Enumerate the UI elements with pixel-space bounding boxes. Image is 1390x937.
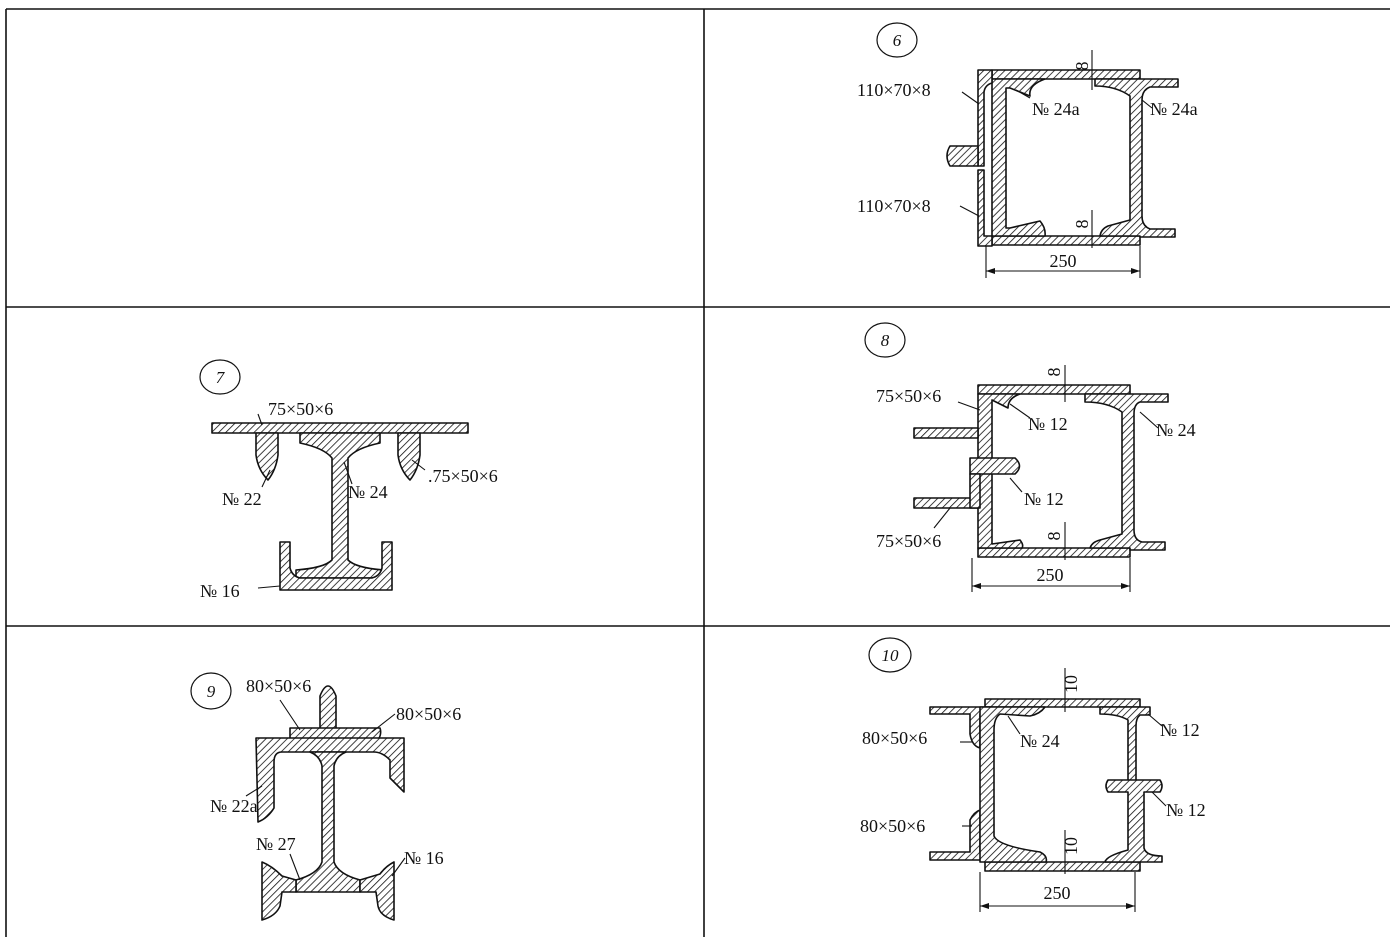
label-ibeam: № 24 — [348, 482, 388, 502]
table-grid — [5, 8, 1390, 937]
angle-bottom-vert — [969, 473, 981, 509]
ibeam-24 — [979, 706, 1048, 863]
label-channel-top: № 22a — [210, 796, 258, 816]
section-number-10: 10 — [868, 637, 912, 673]
label-ibeam: № 24 — [1156, 420, 1196, 440]
label-ibeam: № 24 — [1020, 731, 1060, 751]
channel-22-right-flange — [397, 432, 421, 481]
label-plate-top: 8 — [1044, 368, 1064, 377]
cell-8: 8 75×50×6 75×50×6 № 12 № 12 № 24 8 8 2 — [864, 322, 1196, 592]
angle-top-leg — [913, 427, 979, 439]
channel-16-right — [359, 861, 395, 921]
ibeam-24 — [1084, 393, 1169, 551]
right-channel — [1094, 78, 1179, 238]
channel-12-mid — [969, 457, 1021, 475]
angle-vertical — [319, 685, 337, 735]
channel-12-bottom — [1104, 779, 1163, 863]
section-number-6: 6 — [876, 22, 918, 58]
label-width: 250 — [1044, 883, 1071, 903]
label-width: 250 — [1037, 565, 1064, 585]
label-ibeam: № 27 — [256, 834, 296, 854]
cell-10: 10 80×50×6 80×50×6 № 24 № 12 № 12 10 10 … — [860, 637, 1206, 912]
svg-text:8: 8 — [881, 331, 890, 350]
section-number-7: 7 — [199, 359, 241, 395]
top-plate — [977, 384, 1131, 395]
label-plate-bottom: 10 — [1061, 837, 1081, 855]
label-angle-left: 80×50×6 — [246, 676, 311, 696]
label-channel-top: № 22 — [222, 489, 262, 509]
label-channel-mid: № 12 — [1166, 800, 1206, 820]
channel-22-left-flange — [255, 432, 279, 481]
label-channel-right: № 24a — [1150, 99, 1198, 119]
bottom-plate — [984, 861, 1141, 872]
label-channel-bottom: № 16 — [200, 581, 240, 601]
left-angle-leg — [946, 145, 979, 167]
top-plate — [984, 698, 1141, 708]
svg-text:7: 7 — [216, 368, 226, 387]
angle-bottom-leg — [913, 497, 979, 509]
label-angle-right: .75×50×6 — [428, 466, 498, 486]
top-plate — [211, 422, 469, 434]
label-angle-bottom: 110×70×8 — [857, 196, 931, 216]
channel-16 — [261, 861, 297, 921]
label-angle-top: 110×70×8 — [857, 80, 931, 100]
label-plate-bottom: 8 — [1044, 532, 1064, 541]
ibeam-27 — [295, 751, 361, 893]
channel-12-top — [1099, 706, 1151, 783]
svg-text:10: 10 — [882, 646, 900, 665]
label-channel-bottom: № 16 — [404, 848, 444, 868]
label-angle-left: 75×50×6 — [268, 399, 333, 419]
left-channel — [991, 78, 1046, 237]
ibeam-24 — [295, 432, 385, 579]
label-width: 250 — [1050, 251, 1077, 271]
bottom-plate — [977, 547, 1131, 558]
label-channel-top: № 12 — [1028, 414, 1068, 434]
channel-16 — [279, 541, 393, 591]
top-plate — [991, 69, 1141, 80]
label-channel-left: № 24a — [1032, 99, 1080, 119]
label-plate-top: 8 — [1072, 62, 1092, 71]
section-number-9: 9 — [190, 672, 232, 710]
left-web — [977, 393, 1024, 549]
label-channel-top: № 12 — [1160, 720, 1200, 740]
bottom-plate — [991, 235, 1141, 246]
label-channel-mid: № 12 — [1024, 489, 1064, 509]
section-number-8: 8 — [864, 322, 906, 358]
label-angle-top: 75×50×6 — [876, 386, 941, 406]
svg-text:9: 9 — [207, 682, 216, 701]
label-plate-top: 10 — [1061, 675, 1081, 693]
left-angle-top — [977, 69, 993, 167]
cell-9: 9 80×50×6 80×50×6 № 22a № 27 № 16 — [190, 672, 461, 921]
label-angle-right: 80×50×6 — [396, 704, 461, 724]
cell-6: 6 110×70×8 110×70×8 № 24a № 24a 8 8 2 — [857, 22, 1198, 278]
cell-7: 7 75×50×6 .75×50×6 № 22 № 24 № 16 — [199, 359, 498, 601]
label-angle-bottom: 80×50×6 — [860, 816, 925, 836]
svg-text:6: 6 — [893, 31, 902, 50]
left-angle-bottom — [977, 169, 993, 247]
label-plate-bottom: 8 — [1072, 220, 1092, 229]
label-angle-top: 80×50×6 — [862, 728, 927, 748]
label-angle-bottom: 75×50×6 — [876, 531, 941, 551]
channel-22a — [255, 737, 405, 823]
